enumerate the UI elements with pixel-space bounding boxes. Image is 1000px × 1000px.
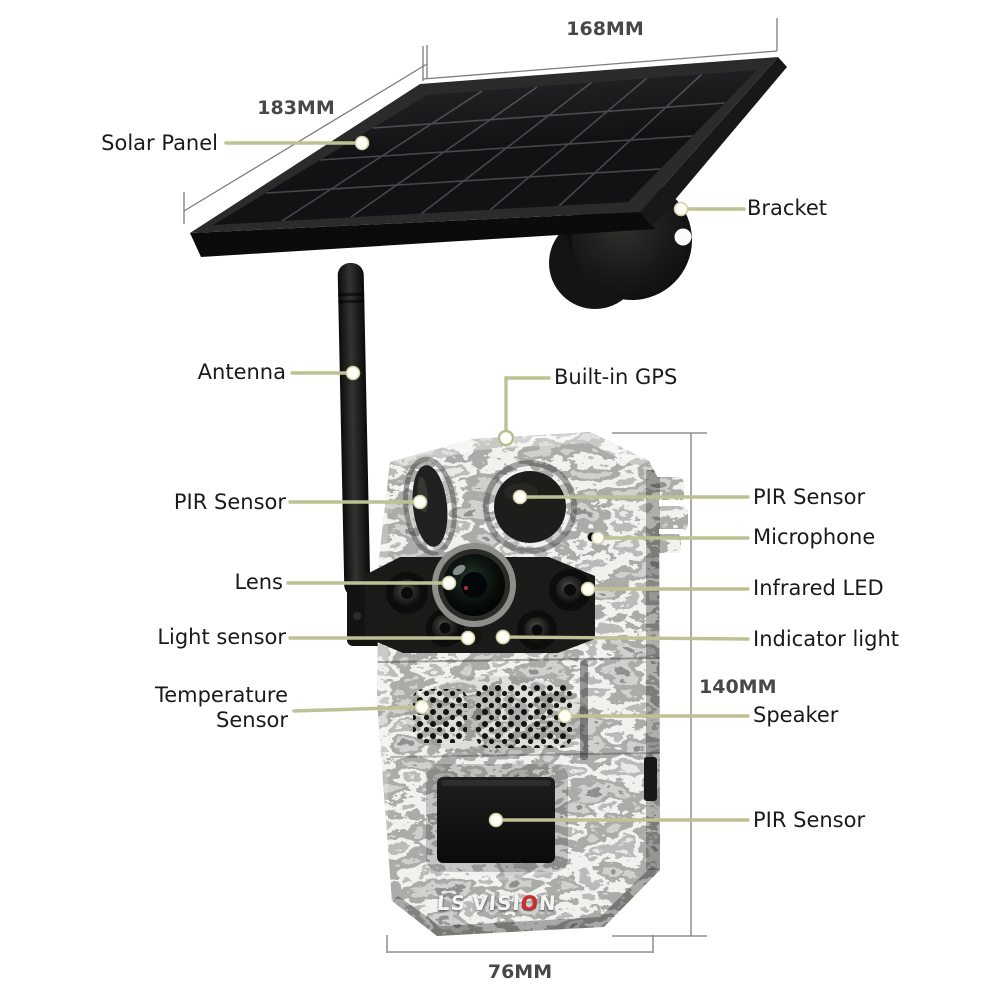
dimension-lines (183, 18, 778, 953)
label-microphone: Microphone (753, 525, 876, 549)
callout-dot-pir-top-right (512, 489, 528, 505)
dim-panel-depth-183mm (183, 45, 428, 224)
dimension-panel-depth: 183MM (257, 97, 335, 119)
callout-dot-indicator-light (495, 629, 511, 645)
pir-bezel-right (483, 460, 577, 554)
callout-dot-light-sensor (460, 630, 476, 646)
callout-dot-temperature-sensor (414, 699, 430, 715)
dim-panel-width-168mm (422, 18, 778, 81)
brand-logo-ls: LS (436, 891, 467, 915)
label-built-in-gps: Built-in GPS (554, 365, 678, 389)
callout-line-built-in-gps (504, 376, 551, 434)
camera-lens (432, 543, 516, 627)
callout-ring-built-in-gps (497, 429, 515, 447)
ir-led-top-right (549, 569, 591, 611)
body-seam (389, 752, 662, 758)
dim-camera-width-76mm (386, 935, 654, 953)
callout-dot-speaker (557, 708, 573, 724)
right-edge-shade (646, 470, 660, 870)
label-pir-sensor-top-right: PIR Sensor (753, 485, 866, 509)
trail-camera-body (365, 432, 688, 936)
callout-line-temperature-sensor (292, 705, 424, 713)
speaker-grille (405, 676, 589, 756)
label-temperature-sensor-line1: Temperature (154, 683, 288, 707)
dimension-camera-height: 140MM (699, 676, 777, 698)
label-light-sensor: Light sensor (157, 625, 286, 649)
panel-sheen (213, 70, 757, 225)
label-lens: Lens (234, 570, 283, 594)
lug-gap (659, 529, 684, 534)
callout-dot-solar-panel (354, 135, 370, 151)
callout-line-indicator-light (501, 635, 750, 641)
antenna-groove (338, 299, 365, 304)
dimension-camera-width: 76MM (487, 961, 553, 983)
panel-front-edge (190, 212, 656, 257)
brand-logo: LS VISI O N (436, 891, 578, 915)
callout-dot-pir-bottom (488, 812, 504, 828)
callout-dot-infrared-led (580, 581, 596, 597)
panel-right-edge (640, 57, 787, 227)
label-temperature-sensor: Temperature Sensor (155, 683, 288, 733)
label-solar-panel: Solar Panel (101, 131, 218, 155)
label-temperature-sensor-line2: Sensor (216, 708, 288, 732)
label-pir-sensor-bottom: PIR Sensor (753, 808, 866, 832)
label-speaker: Speaker (753, 703, 839, 727)
bottom-bevel (392, 866, 660, 936)
antenna-hinge-screw (353, 612, 361, 620)
brand-logo-o-mark: O (520, 891, 540, 915)
brand-logo-n: N (538, 891, 558, 915)
callout-dot-bracket (673, 201, 689, 217)
callout-dot-microphone (591, 531, 605, 545)
bracket-screw-hole (674, 228, 692, 246)
antenna-groove (338, 292, 365, 297)
pir-window-top-right (494, 471, 566, 543)
label-antenna: Antenna (197, 360, 286, 384)
lens-red-glint (464, 586, 468, 590)
left-edge-light (377, 470, 388, 900)
callout-dot-antenna (345, 365, 361, 381)
solar-panel (190, 57, 787, 257)
antenna-rod (337, 263, 371, 597)
dimension-panel-width: 168MM (566, 18, 644, 40)
lens-highlight (452, 564, 466, 576)
strap-slot (644, 757, 657, 801)
callout-dots (345, 135, 689, 828)
ir-led-top-left (386, 572, 428, 614)
label-infrared-led: Infrared LED (753, 576, 884, 600)
callout-dot-pir-top-left (412, 494, 428, 510)
body-crease (580, 660, 588, 760)
dim-camera-height-140mm (612, 432, 707, 937)
lug-gap (659, 500, 687, 506)
top-face-highlight (390, 432, 649, 467)
body-seam (377, 657, 661, 663)
label-bracket: Bracket (747, 196, 828, 220)
ir-led-bottom-right (517, 610, 557, 650)
pir-bezel-left (403, 456, 457, 556)
brand-logo-visi: VISI (471, 891, 522, 915)
label-indicator-light: Indicator light (753, 627, 900, 651)
label-pir-sensor-top-left: PIR Sensor (173, 490, 286, 514)
callout-lines (224, 141, 750, 822)
callout-dot-lens (441, 575, 457, 591)
